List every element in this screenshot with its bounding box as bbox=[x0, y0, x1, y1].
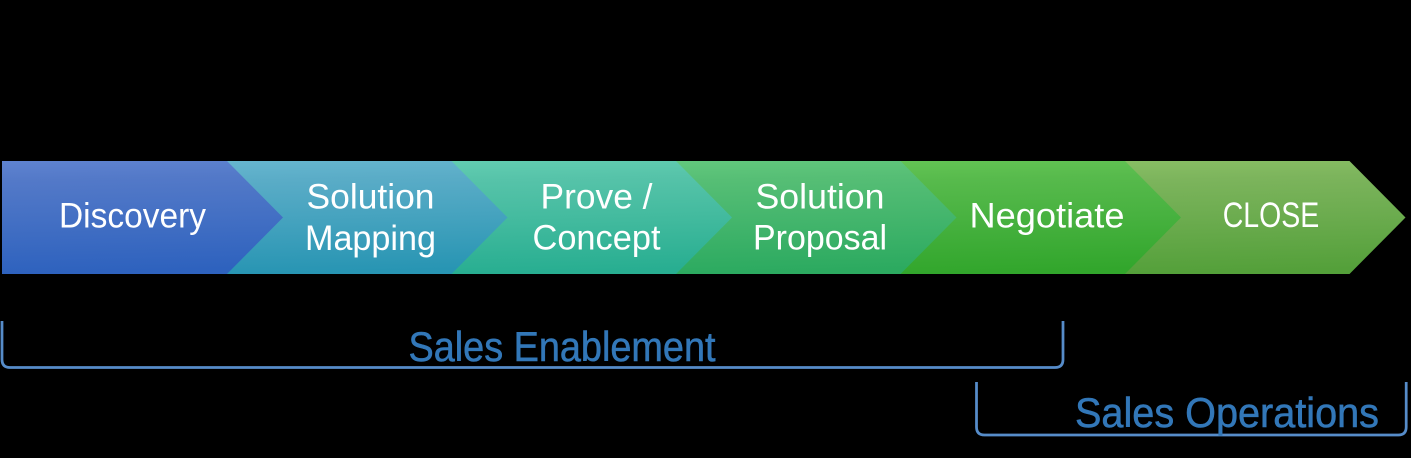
svg-text:CLOSE: CLOSE bbox=[1223, 195, 1320, 235]
svg-text:Prove /: Prove / bbox=[541, 177, 653, 217]
svg-text:Discovery: Discovery bbox=[59, 196, 206, 236]
svg-text:Mapping: Mapping bbox=[305, 218, 436, 258]
svg-text:Negotiate: Negotiate bbox=[970, 196, 1125, 236]
svg-text:Concept: Concept bbox=[533, 218, 661, 258]
svg-text:Solution: Solution bbox=[756, 177, 885, 217]
svg-text:Sales Operations: Sales Operations bbox=[1075, 389, 1379, 436]
svg-text:Sales Enablement: Sales Enablement bbox=[409, 323, 716, 370]
svg-text:Solution: Solution bbox=[307, 177, 435, 217]
svg-text:Proposal: Proposal bbox=[753, 218, 887, 258]
